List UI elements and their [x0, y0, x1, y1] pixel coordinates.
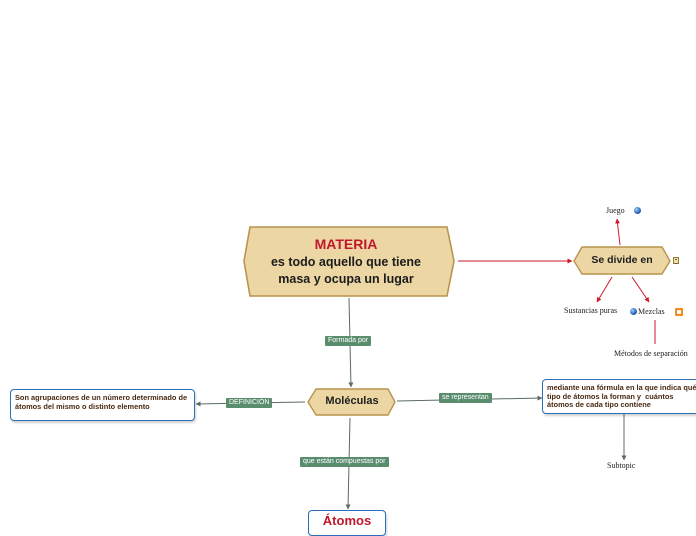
formada-por-tag: Formada por	[325, 336, 372, 346]
sustancias-puras-label[interactable]: Sustancias puras	[564, 306, 618, 315]
se-divide-en-label: Se divide en	[591, 254, 653, 266]
materia-node[interactable]: MATERIA es todo aquello que tiene masa y…	[255, 236, 437, 288]
atomos-label: Átomos	[322, 513, 372, 528]
globe-icon[interactable]	[630, 308, 637, 315]
definicion-box[interactable]: Son agrupaciones de un número determinad…	[10, 389, 195, 421]
notes-icon[interactable]	[673, 257, 679, 264]
link-se-divide-sustancias	[596, 276, 613, 303]
juego-label[interactable]: Juego	[606, 206, 625, 215]
compuestas-por-tag: que están compuestas por	[300, 457, 389, 467]
se-divide-en-node-shape[interactable]	[573, 246, 671, 275]
moleculas-label: Moléculas	[325, 395, 379, 407]
mind-map-connectors	[195, 218, 671, 510]
materia-subtitle: es todo aquello que tiene masa y ocupa u…	[270, 255, 422, 286]
link-se-divide-mezclas	[631, 276, 650, 303]
se-representan-tag: se representan	[439, 393, 492, 403]
atomos-box[interactable]: Átomos	[308, 510, 386, 536]
subtopic-label[interactable]: Subtopic	[607, 461, 636, 470]
materia-title: MATERIA	[314, 236, 378, 252]
mezclas-label[interactable]: Mezclas	[638, 307, 665, 316]
moleculas-node-shape[interactable]	[307, 388, 396, 416]
definicion-tag: DEFINICIÓN	[226, 398, 273, 408]
formula-box[interactable]: mediante una fórmula en la que indica qu…	[542, 379, 696, 414]
formula-text: mediante una fórmula en la que indica qu…	[547, 383, 696, 410]
globe-icon[interactable]	[634, 207, 641, 214]
materia-node-shape[interactable]	[243, 226, 455, 297]
link-se-divide-juego	[615, 218, 621, 246]
metodos-separacion-label[interactable]: Métodos de separación	[614, 349, 688, 358]
blog-icon[interactable]	[675, 308, 683, 316]
definicion-text: Son agrupaciones de un número determinad…	[15, 393, 188, 411]
